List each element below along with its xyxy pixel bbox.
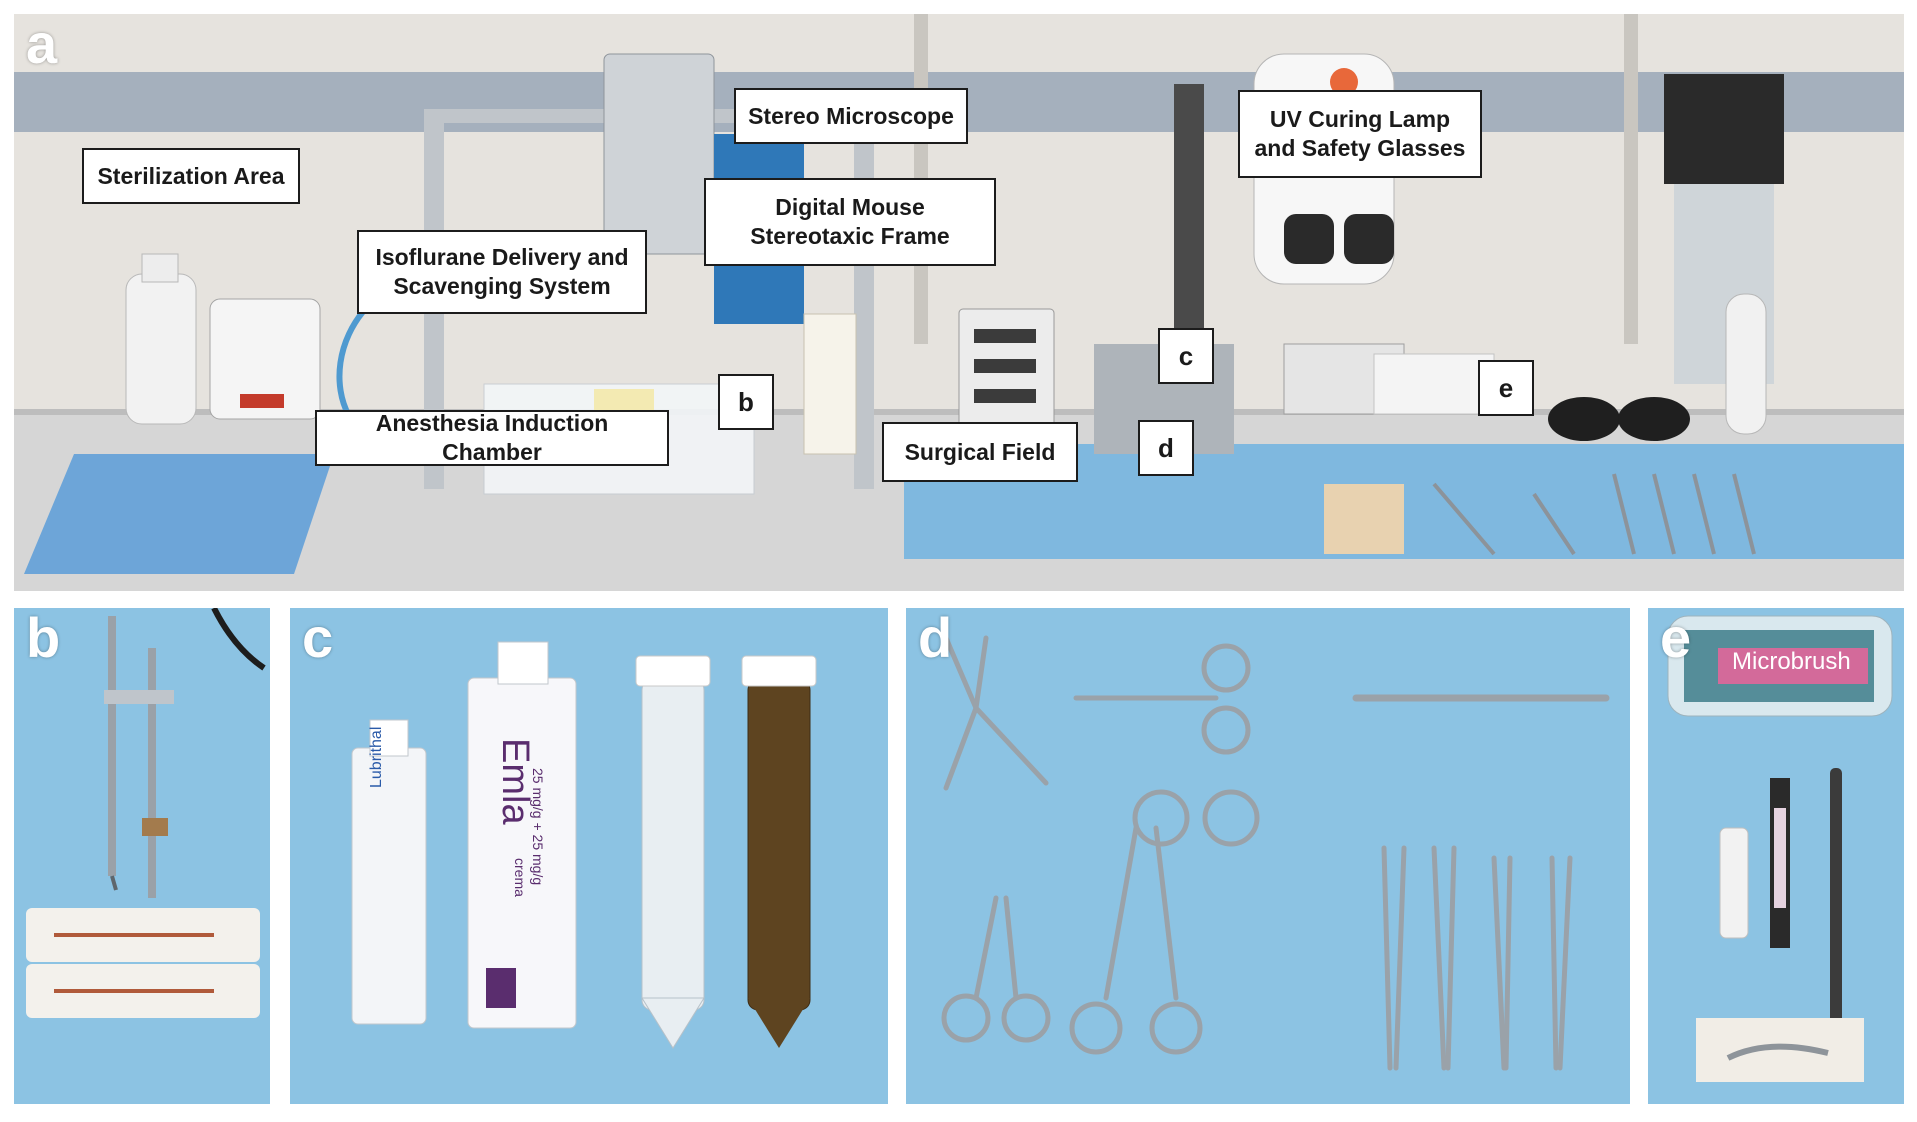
callout-induction-chamber: Anesthesia Induction Chamber xyxy=(315,410,669,466)
emla-form-label: crema xyxy=(512,858,528,897)
panel-b-ear-bars-syringes: b xyxy=(14,608,270,1104)
panel-a-overview-photo: a Sterilization Area Isoflurane Delivery… xyxy=(14,14,1904,591)
panel-d-surgical-instruments: d xyxy=(906,608,1630,1104)
callout-surgical-field: Surgical Field xyxy=(882,422,1078,482)
callout-uv-curing-lamp: UV Curing Lamp and Safety Glasses xyxy=(1238,90,1482,178)
panel-label-d: d xyxy=(918,608,953,669)
panel-c-illustration xyxy=(290,608,888,1104)
emla-dose-label: 25 mg/g + 25 mg/g xyxy=(530,768,546,886)
panel-e-adhesive-tools: Microbrush e xyxy=(1648,608,1904,1104)
panel-c-ointments-tubes: Lubrithal Emla 25 mg/g + 25 mg/g crema c xyxy=(290,608,888,1104)
callout-letter-b: b xyxy=(718,374,774,430)
panel-label-e: e xyxy=(1660,608,1692,669)
lubrithal-label: Lubrithal xyxy=(368,726,385,788)
callout-letter-c: c xyxy=(1158,328,1214,384)
panel-d-illustration xyxy=(906,608,1630,1104)
callout-stereotaxic-frame: Digital Mouse Stereotaxic Frame xyxy=(704,178,996,266)
panel-label-b: b xyxy=(26,608,61,669)
callout-sterilization-area: Sterilization Area xyxy=(82,148,300,204)
callout-stereo-microscope: Stereo Microscope xyxy=(734,88,968,144)
blue-pad-left xyxy=(24,454,334,574)
callout-isoflurane-system: Isoflurane Delivery and Scavenging Syste… xyxy=(357,230,647,314)
panel-b-illustration xyxy=(14,608,270,1104)
panel-label-c: c xyxy=(302,608,334,669)
panel-e-illustration xyxy=(1648,608,1904,1104)
callout-letter-d: d xyxy=(1138,420,1194,476)
callout-letter-e: e xyxy=(1478,360,1534,416)
microbrush-label: Microbrush xyxy=(1732,648,1851,675)
panel-label-a: a xyxy=(26,14,58,75)
